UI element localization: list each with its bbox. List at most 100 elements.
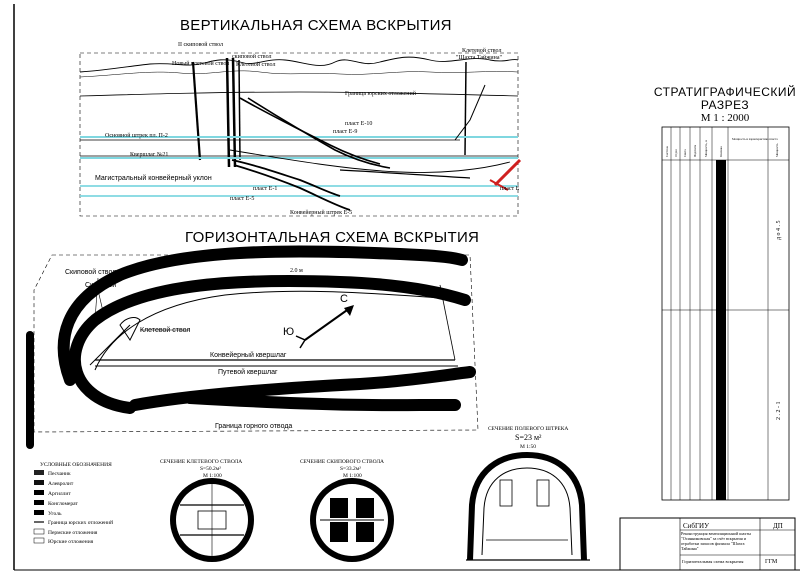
label-old-cage-shaft: Клетевой ствол [462,47,501,54]
label-seam-e5: пласт Е-5 [230,196,254,202]
old-cage-shaft-line [464,61,467,156]
label-cage-shaft-plan: Клетевой ствол [140,326,190,334]
strat-scale: М 1 : 2000 [700,112,750,124]
legend-item-permian: Пермские отложения [48,530,98,536]
legend-swatch-argillite [34,490,44,495]
surface-relief-line-lower [79,70,519,78]
title-block-frame [619,517,796,571]
legend-item-argillite: Аргиллит [48,491,71,497]
old-shaft-incline-line [454,84,486,141]
label-old-cage-shaft-name: "Шахта Тайжина" [456,54,502,61]
compass-tail [295,335,307,349]
skip-section-scale: М 1:100 [343,473,362,479]
strat-column: Система Отдел Свита Подсвита Мощность, м… [661,126,790,501]
compass-arrow-line [304,307,351,341]
legend-title: УСЛОВНЫЕ ОБОЗНАЧЕНИЯ [40,462,112,468]
skip-shaft-1-leader [94,277,99,321]
strat-header-system: Система [665,146,669,157]
red-seam-marker [493,158,522,187]
strat-header-thickness: Мощность, м [704,140,709,157]
legend: УСЛОВНЫЕ ОБОЗНАЧЕНИЯ Песчаник Алевролит … [33,462,113,545]
title-block-desc: Реконструкция вентиляционной шахты "Осин… [681,531,751,551]
label-seam-e10: пласт Е-10 [345,121,372,127]
label-dimension-2m: 2.0 м [290,268,303,274]
skip-shaft-leader [97,289,106,321]
skip-section-title: СЕЧЕНИЕ СКИПОВОГО СТВОЛА [300,459,384,465]
cage-section-title: СЕЧЕНИЕ КЛЕТЕВОГО СТВОЛА [160,459,242,465]
legend-swatch-sandstone [34,470,44,475]
thick-seam-south-outer [184,392,461,412]
legend-item-coal: Уголь [48,511,62,517]
label-conveyor-incline: Магистральный конвейерный уклон [95,174,212,182]
label-track-crosscut: Путевой квершлаг [218,368,278,376]
vertical-scheme-title: ВЕРТИКАЛЬНАЯ СХЕМА ВСКРЫТИЯ [180,17,452,34]
shaft-connector [89,324,131,366]
horizontal-scheme-title: ГОРИЗОНТАЛЬНАЯ СХЕМА ВСКРЫТИЯ [185,229,480,246]
strat-title: СТРАТИГРАФИЧЕСКИЙ РАЗРЕЗ [650,86,800,112]
cage-section-scale: М 1:100 [203,473,222,479]
legend-item-jurassic-boundary: Граница юрских отложений [48,519,113,526]
drift-section-area: S=23 м² [515,433,542,442]
legend-swatch-coal [34,510,44,515]
compass-arrow-head [344,305,354,316]
label-skip-shaft-1: Скиповой ствол №1 [65,268,130,276]
vertical-scheme: II скиповой ствол скиповой ствол Клетево… [79,41,522,217]
seam-e9-line [247,97,391,169]
drift-section-scale: М 1:50 [520,444,536,450]
drift-arch-inner [481,467,573,556]
legend-item-conglomerate: Конгломерат [48,501,78,507]
strat-header-seam: Мощность и характеристика пласта [732,137,778,141]
strat-title-line2: РАЗРЕЗ [700,98,750,112]
title-block-code: ДП [773,522,783,530]
title-block-org: СибГИУ [683,522,709,530]
horizontal-scheme: Скиповой ствол №1 Скиповой Клетевой ство… [26,245,479,449]
surface-relief-line [79,56,519,73]
jurassic-boundary-line [79,91,519,97]
title-block-sheet-name: Горизонтальная схема вскрытия [682,559,744,564]
strat-header-formation: Свита [683,149,687,157]
skip-shaft-2-line [231,57,237,168]
label-crosscut-21: Квершлаг №21 [130,152,168,158]
skip-shaft-section: СЕЧЕНИЕ СКИПОВОГО СТВОЛА S=33.2м² М 1:10… [300,459,394,562]
skip-compartment-1 [330,498,348,518]
label-mining-boundary: Граница горного отвода [215,423,292,430]
drift-equipment-right [536,479,550,507]
cage-shaft-section: СЕЧЕНИЕ КЛЕТЕВОГО СТВОЛА S=50.2м² М 1:10… [160,459,254,562]
strat-title-line1: СТРАТИГРАФИЧЕСКИЙ [653,85,797,99]
skip-compartment-3 [330,522,348,542]
seam-e10-line [239,97,381,165]
conveyor-incline-line [229,149,511,173]
drift-section-title: СЕЧЕНИЕ ПОЛЕВОГО ШТРЕКА [488,426,568,432]
title-block-group: ГГМ [765,559,778,565]
skip-compartment-4 [356,522,374,542]
new-cage-shaft-line [191,61,202,161]
title-block: СибГИУ ДП Реконструкция вентиляционной ш… [619,517,796,571]
cage-shaft-line [238,59,241,161]
red-seam-marker-2 [489,179,509,191]
label-cage-shaft-top: Клетевой ствол [236,61,275,68]
strat-header-series: Отдел [674,149,678,157]
cage-shaft-plan [119,317,141,341]
seam-e5-line [233,164,351,211]
strat-value-lower: 2 . 2 - 1 [776,402,782,421]
skip-section-area: S=33.2м² [340,466,361,472]
legend-item-jurassic: Юрские отложения [48,539,94,545]
label-seam-e9: пласт Е-9 [333,129,357,135]
label-seam-e: пласт Е [500,186,520,192]
skip-shaft-line [225,57,231,168]
crosscut-east-link [439,284,456,361]
vertical-scheme-border [79,52,519,217]
legend-item-siltstone: Алевролит [48,481,74,487]
strat-lithology-column [716,160,726,500]
label-main-drift: Основной штрек пл. П-2 [105,132,168,139]
thick-seam-outer-north [57,245,468,386]
strat-header-thickness-2: Мощность [775,143,779,157]
seam-e1-line [231,159,341,197]
drift-equipment-left [499,479,513,507]
legend-swatch-permian [33,528,45,535]
legend-swatch-jurassic [33,537,45,544]
label-skip-shaft-2: II скиповой ствол [178,41,223,48]
strat-value-upper: д о 4 . 5 [776,220,782,240]
field-drift-section: СЕЧЕНИЕ ПОЛЕВОГО ШТРЕКА S=23 м² М 1:50 [466,426,590,561]
